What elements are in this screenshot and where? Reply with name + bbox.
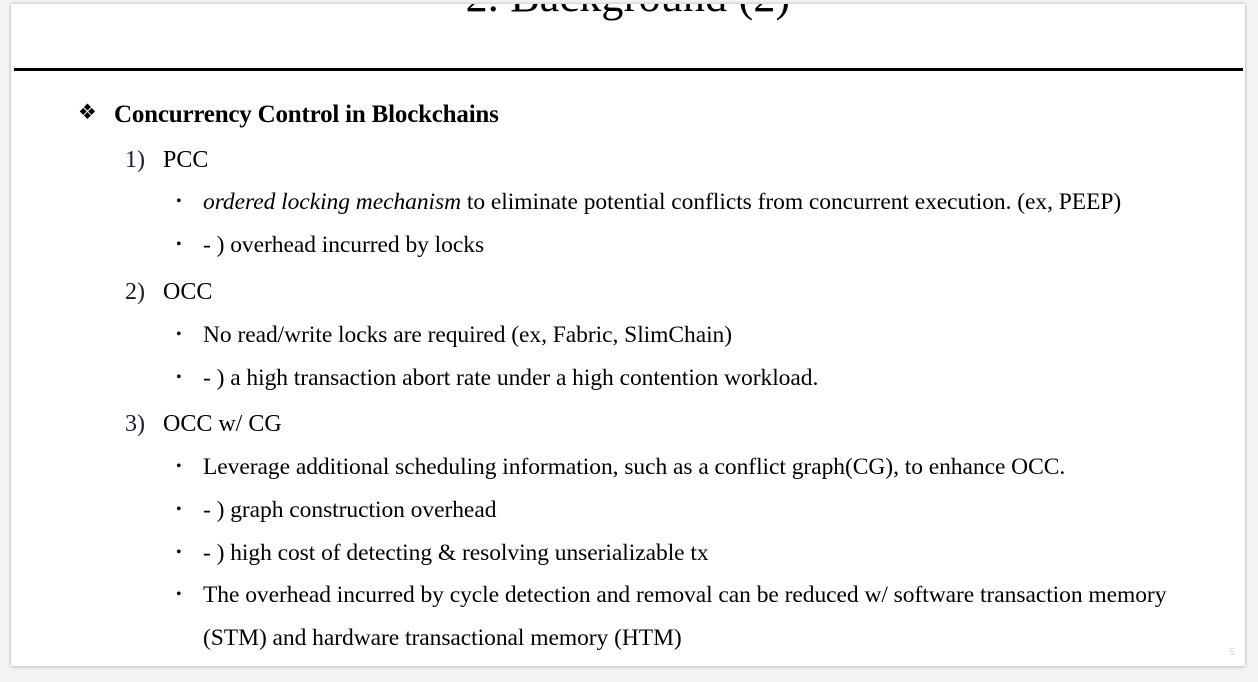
item-number: 3) [125,411,145,438]
numbered-item-occ-cg: 3) OCC w/ CG [11,405,1245,444]
item-number: 2) [125,278,145,305]
sub-bullet-text: No read/write locks are required (ex, Fa… [203,321,733,348]
section-heading: ❖ Concurrency Control in Blockchains [11,96,1245,134]
item-label: OCC w/ CG [163,411,282,438]
sub-bullet: • ordered locking mechanism to eliminate… [11,181,1245,224]
sub-bullet: • - ) graph construction overhead [11,489,1245,532]
sub-bullet-text: - ) high cost of detecting & resolving u… [203,539,709,566]
slide: 2. Background (2) ❖ Concurrency Control … [11,4,1245,666]
dot-bullet-icon: • [176,193,182,211]
sub-bullet-text-continued: (STM) and hardware transactional memory … [203,625,682,652]
sub-bullet-text: to eliminate potential conflicts from co… [461,189,1122,216]
item-number: 1) [125,146,145,173]
title-divider-rule [14,68,1243,71]
sub-bullet-text: - ) a high transaction abort rate under … [203,364,819,391]
numbered-item-occ: 2) OCC [11,273,1245,312]
diamond-bullet-icon: ❖ [78,100,97,124]
dot-bullet-icon: • [176,236,182,254]
sub-bullet-text: - ) overhead incurred by locks [203,232,485,259]
sub-bullet: • - ) high cost of detecting & resolving… [11,532,1245,575]
sub-bullet: • - ) overhead incurred by locks [11,224,1245,267]
sub-bullet: • The overhead incurred by cycle detecti… [11,574,1245,660]
item-label: OCC [163,278,213,305]
sub-bullet: • No read/write locks are required (ex, … [11,314,1245,357]
dot-bullet-icon: • [176,543,182,561]
sub-bullet-emphasis: ordered locking mechanism [203,189,462,216]
slide-page-number: 5 [1229,646,1236,658]
sub-bullet: • Leverage additional scheduling informa… [11,446,1245,489]
sub-bullet-text: Leverage additional scheduling informati… [203,454,1066,481]
section-heading-label: Concurrency Control in Blockchains [114,101,499,128]
slide-content: ❖ Concurrency Control in Blockchains 1) … [11,96,1245,660]
dot-bullet-icon: • [176,500,182,518]
sub-bullet: • - ) a high transaction abort rate unde… [11,357,1245,400]
item-label: PCC [163,146,209,173]
numbered-item-pcc: 1) PCC [11,141,1245,180]
dot-bullet-icon: • [176,586,182,604]
sub-bullet-text: - ) graph construction overhead [203,496,497,523]
slide-title: 2. Background (2) [11,4,1245,23]
sub-bullet-text: The overhead incurred by cycle detection… [203,582,1167,609]
dot-bullet-icon: • [176,458,182,476]
dot-bullet-icon: • [176,325,182,343]
dot-bullet-icon: • [176,368,182,386]
